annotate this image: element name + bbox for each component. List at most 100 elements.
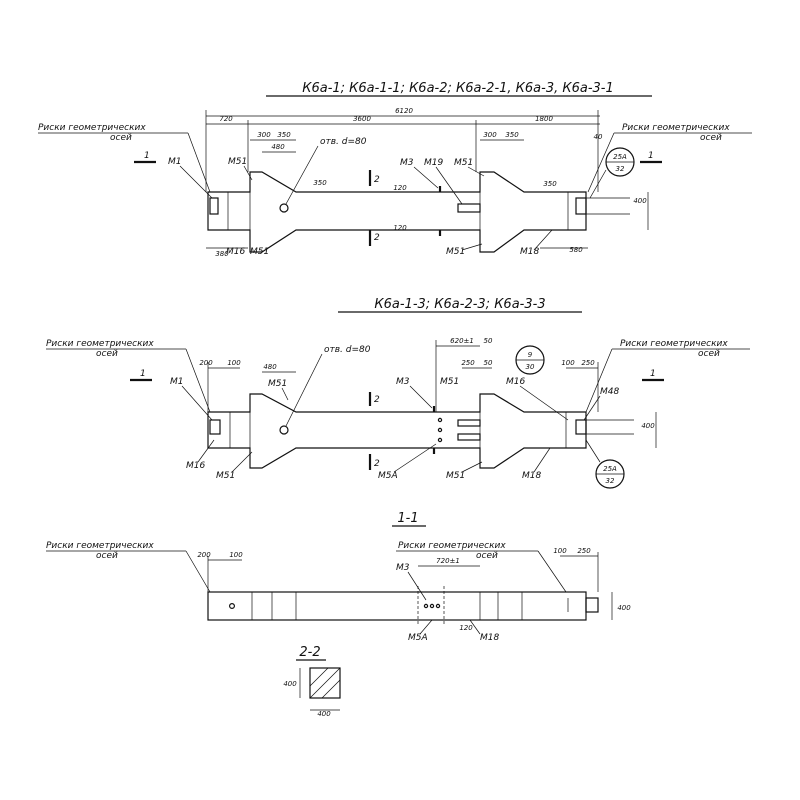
view1-label-m3: М3 bbox=[400, 158, 414, 168]
view1-dim-400: 400 bbox=[633, 197, 647, 205]
view2-dim-250b: 250 bbox=[581, 359, 595, 367]
view1-leader-m51d bbox=[461, 243, 483, 251]
view3-hole-left bbox=[229, 602, 236, 609]
view-3: 1-1 200 100 720±1 100 250 400 120 Риски … bbox=[46, 511, 631, 643]
view4-title: 2-2 bbox=[299, 645, 320, 660]
view3-title: 1-1 bbox=[397, 511, 418, 526]
view2-dim-200: 200 bbox=[199, 359, 213, 367]
view3-dim-200: 200 bbox=[197, 551, 211, 559]
view1-dim-total: 6120 bbox=[395, 107, 413, 115]
view2-label-m51d: М51 bbox=[446, 471, 465, 481]
view3-risk-left: Риски геометрических bbox=[46, 541, 154, 551]
view3-dim-250: 250 bbox=[577, 547, 591, 555]
view2-embed-right bbox=[575, 419, 587, 435]
view2-dim-50b: 50 bbox=[484, 359, 493, 367]
view2-beam-outline bbox=[207, 393, 587, 469]
view4-dim-400h: 400 bbox=[283, 680, 297, 688]
view2-section-2-top: 2 bbox=[374, 395, 380, 405]
view2-dim-480: 480 bbox=[263, 363, 277, 371]
view1-leader-m18 bbox=[533, 229, 553, 251]
view2-dim-50: 50 bbox=[484, 337, 493, 345]
view1-label-m16: М16 bbox=[226, 247, 245, 257]
view1-section-1-right: 1 bbox=[648, 151, 654, 161]
view1-dim-300a: 300 bbox=[257, 131, 271, 139]
view1-beam-outline bbox=[207, 171, 587, 253]
view2-leader-m16b bbox=[197, 439, 215, 463]
view2-leader-hole bbox=[285, 353, 323, 427]
view1-label-m18: М18 bbox=[520, 247, 539, 257]
view2-embed-slot-1 bbox=[457, 419, 481, 427]
view2-label-m16b: М16 bbox=[186, 461, 205, 471]
view2-embed-slot-2 bbox=[457, 433, 481, 441]
view3-risk-right2: осей bbox=[476, 551, 498, 561]
view1-leader-m19 bbox=[435, 166, 463, 205]
view2-section-1-left: 1 bbox=[140, 369, 146, 379]
view1-callout-leader bbox=[589, 169, 607, 199]
view1-dim-3600: 3600 bbox=[353, 115, 371, 123]
view4-hatch-2 bbox=[309, 667, 341, 699]
view3-dot-2 bbox=[429, 603, 435, 609]
view2-dim-100: 100 bbox=[227, 359, 241, 367]
view2-risk-right2: осей bbox=[698, 349, 720, 359]
view2-dot-2 bbox=[437, 427, 443, 433]
view2-leader-m16a bbox=[519, 385, 569, 421]
view1-label-m51c: М51 bbox=[250, 247, 269, 257]
view3-dot-3 bbox=[435, 603, 441, 609]
view2-leader-m5a bbox=[393, 443, 437, 473]
view2-label-m1: М1 bbox=[170, 377, 184, 387]
view1-risk-left-leader bbox=[187, 132, 211, 193]
view2-section-1-right: 1 bbox=[650, 369, 656, 379]
view2-dim-400: 400 bbox=[641, 422, 655, 430]
view2-callout-2-bottom: 32 bbox=[606, 477, 615, 485]
view1-callout-bottom: 32 bbox=[616, 165, 625, 173]
view1-dim-350h: 350 bbox=[313, 179, 327, 187]
view2-label-m5a: М5А bbox=[378, 471, 398, 481]
view2-leader-m51a bbox=[281, 387, 289, 401]
view1-dim-350a: 350 bbox=[277, 131, 291, 139]
view2-label-hole: отв. d=80 bbox=[324, 345, 371, 355]
view2-dim-100b: 100 bbox=[561, 359, 575, 367]
view1-title: К6а-1; К6а-1-1; К6а-2; К6а-2-1, К6а-3, К… bbox=[302, 81, 614, 96]
view1-dim-350h2: 350 bbox=[543, 180, 557, 188]
view1-label-m51b: М51 bbox=[454, 158, 473, 168]
view2-title: К6а-1-3; К6а-2-3; К6а-3-3 bbox=[374, 297, 545, 312]
view2-label-m18: М18 bbox=[522, 471, 541, 481]
view1-embed-m19 bbox=[457, 203, 481, 213]
view1-label-m19: М19 bbox=[424, 158, 443, 168]
view3-beam-outline bbox=[207, 591, 587, 621]
view2-label-m51b: М51 bbox=[440, 377, 459, 387]
view2-label-m48: М48 bbox=[600, 387, 619, 397]
view1-embed-m1 bbox=[209, 197, 219, 215]
view2-callout-2-top: 25А bbox=[603, 465, 617, 473]
view4-dim-400w: 400 bbox=[317, 710, 331, 718]
view3-dot-1 bbox=[423, 603, 429, 609]
view2-label-m51c: М51 bbox=[216, 471, 235, 481]
view1-dim-720: 720 bbox=[219, 115, 233, 123]
view3-dim-100: 100 bbox=[229, 551, 243, 559]
view4-hatch-1 bbox=[309, 667, 329, 687]
view3-risk-right: Риски геометрических bbox=[398, 541, 506, 551]
view-4: 2-2 400 400 bbox=[283, 645, 341, 718]
view2-dot-1 bbox=[437, 417, 443, 423]
view2-label-m16a: М16 bbox=[506, 377, 525, 387]
view1-risk-right: Риски геометрических bbox=[622, 123, 730, 133]
view1-section-2-bottom: 2 bbox=[374, 233, 380, 243]
view1-section-1-left: 1 bbox=[144, 151, 150, 161]
view2-embed-m1 bbox=[209, 419, 221, 435]
view2-label-m51a: М51 bbox=[268, 379, 287, 389]
view3-leader-m18 bbox=[469, 619, 481, 635]
view2-leader-m18 bbox=[533, 447, 551, 473]
view2-leader-m48 bbox=[583, 395, 601, 421]
view1-label-m51a: М51 bbox=[228, 157, 247, 167]
view2-callout-1-top: 9 bbox=[528, 351, 533, 359]
view2-risk-left-leader bbox=[185, 348, 211, 413]
view1-dim-120b: 120 bbox=[393, 224, 407, 232]
view-2: К6а-1-3; К6а-2-3; К6а-3-3 200 100 480 62… bbox=[46, 297, 750, 489]
view1-label-hole: отв. d=80 bbox=[320, 137, 367, 147]
view1-leader-m51a bbox=[243, 165, 253, 181]
view2-dim-250: 250 bbox=[461, 359, 475, 367]
view4-section-square bbox=[309, 667, 341, 699]
view2-leader-m1 bbox=[181, 385, 213, 421]
view1-dim-480: 480 bbox=[271, 143, 285, 151]
view3-risk-left-leader bbox=[185, 550, 211, 593]
